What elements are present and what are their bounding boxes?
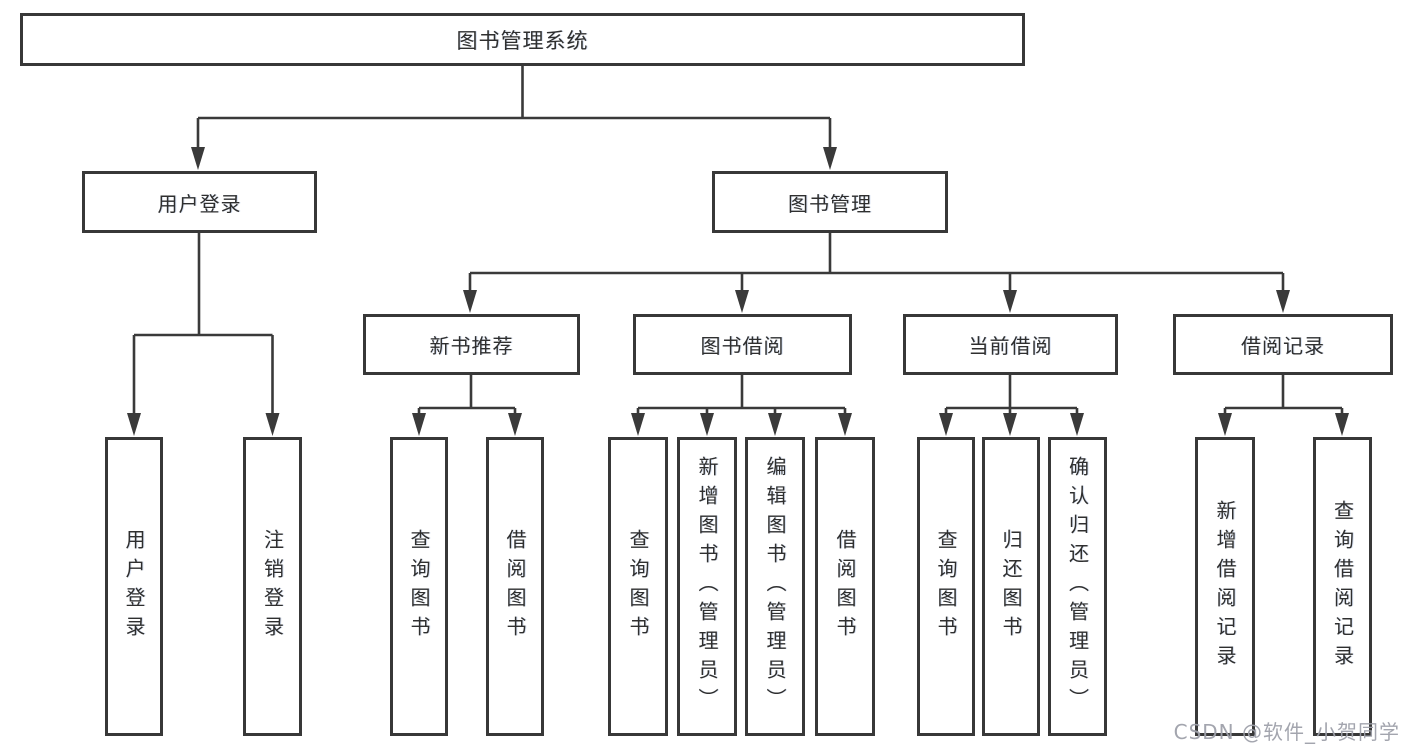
node-book-borrow-label: 图书借阅 xyxy=(700,334,785,358)
connector-newbook-children xyxy=(412,375,522,436)
node-current-borrow: 当前借阅 xyxy=(903,314,1118,375)
node-leaf-query-books-2: 查询图书 xyxy=(608,437,668,736)
node-leaf-query-books-1-label: 查询图书 xyxy=(407,528,431,645)
node-leaf-query-borrow-record: 查询借阅记录 xyxy=(1313,437,1372,736)
node-leaf-borrow-books-2-label: 借阅图书 xyxy=(833,528,857,645)
node-leaf-add-borrow-record: 新增借阅记录 xyxy=(1195,437,1255,736)
node-book-borrow: 图书借阅 xyxy=(633,314,852,375)
node-root-system: 图书管理系统 xyxy=(20,13,1025,66)
node-leaf-logout: 注销登录 xyxy=(243,437,302,736)
node-borrow-record: 借阅记录 xyxy=(1173,314,1393,375)
node-root-system-label: 图书管理系统 xyxy=(456,28,589,53)
node-book-management-branch-label: 图书管理 xyxy=(788,191,872,216)
node-leaf-return-books-label: 归还图书 xyxy=(999,528,1023,645)
node-leaf-query-books-2-label: 查询图书 xyxy=(626,528,650,645)
node-leaf-confirm-return-admin-label: 确认归还（管理员） xyxy=(1065,456,1090,717)
node-leaf-edit-books-admin-label: 编辑图书（管理员） xyxy=(763,456,787,717)
node-leaf-query-books-3: 查询图书 xyxy=(917,437,975,736)
node-current-borrow-label: 当前借阅 xyxy=(968,334,1053,358)
connector-bookmgmt-to-level3 xyxy=(463,233,1290,313)
node-leaf-return-books: 归还图书 xyxy=(982,437,1040,736)
node-leaf-user-login-label: 用户登录 xyxy=(122,528,146,645)
node-book-management-branch: 图书管理 xyxy=(712,171,948,233)
node-leaf-borrow-books-1: 借阅图书 xyxy=(486,437,544,736)
connector-root-to-level2 xyxy=(191,66,837,170)
node-new-book-recommend-label: 新书推荐 xyxy=(429,334,514,358)
connector-borrowrecord-children xyxy=(1218,375,1349,436)
connector-userlogin-children xyxy=(127,233,280,436)
node-leaf-edit-books-admin: 编辑图书（管理员） xyxy=(745,437,805,736)
node-leaf-add-books-admin-label: 新增图书（管理员） xyxy=(695,456,719,717)
node-leaf-user-login: 用户登录 xyxy=(105,437,163,736)
node-user-login-branch: 用户登录 xyxy=(82,171,317,233)
node-leaf-logout-label: 注销登录 xyxy=(260,528,285,645)
connector-currentborrow-children xyxy=(939,375,1084,436)
node-new-book-recommend: 新书推荐 xyxy=(363,314,580,375)
connector-bookborrow-children xyxy=(631,375,852,436)
node-leaf-query-books-3-label: 查询图书 xyxy=(934,528,958,645)
node-borrow-record-label: 借阅记录 xyxy=(1241,334,1325,358)
node-user-login-branch-label: 用户登录 xyxy=(157,191,242,216)
node-leaf-borrow-books-1-label: 借阅图书 xyxy=(503,528,527,645)
node-leaf-query-books-1: 查询图书 xyxy=(390,437,448,736)
node-leaf-borrow-books-2: 借阅图书 xyxy=(815,437,875,736)
node-leaf-add-borrow-record-label: 新增借阅记录 xyxy=(1213,499,1237,674)
node-leaf-add-books-admin: 新增图书（管理员） xyxy=(677,437,737,736)
node-leaf-query-borrow-record-label: 查询借阅记录 xyxy=(1330,499,1355,674)
node-leaf-confirm-return-admin: 确认归还（管理员） xyxy=(1048,437,1107,736)
